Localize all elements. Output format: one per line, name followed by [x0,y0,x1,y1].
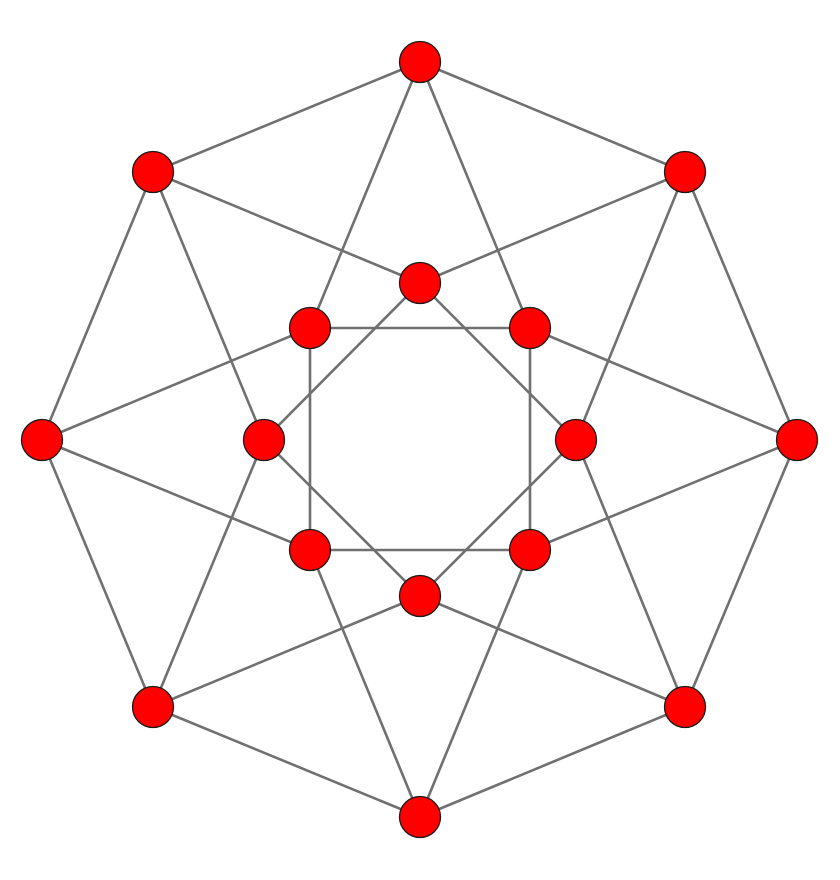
graph-vertex [663,685,707,729]
graph-vertex [288,528,332,572]
graph-edge [308,548,422,819]
graph-vertex [131,150,175,194]
graph-vertex [242,418,286,462]
graph-edge [418,60,687,174]
graph-edge [40,438,155,709]
graph-edge [262,281,422,442]
graph-vertex [288,306,332,350]
graph-edge [151,705,422,819]
graph-vertex [131,685,175,729]
graph-edge [418,438,578,598]
graph-vertex [398,261,442,305]
graph-edge [418,281,578,442]
graph-edge [308,60,422,330]
graph-edge [151,170,422,285]
graph-edge [418,594,687,709]
graph-edge [528,438,799,552]
graph-edge [418,548,532,819]
graph-vertex [508,528,552,572]
vertex-layer [20,40,819,839]
graph-edge [151,594,422,709]
graph-edge [418,60,532,330]
graph-edge [683,170,799,442]
graph-vertex [775,418,819,462]
graph-edge [262,438,422,598]
graph-vertex [508,306,552,350]
edge-layer [40,60,799,819]
graph-vertex [663,150,707,194]
graph-vertex [398,40,442,84]
graph-vertex [20,418,64,462]
graph-edge [683,438,799,709]
graph-edge [151,60,422,174]
graph-vertex [398,574,442,618]
graph-edge [151,170,266,442]
graph-edge [151,438,266,709]
graph-edge [418,170,687,285]
graph-edge [574,438,687,709]
graph-edge [40,438,312,552]
graph-edge [40,170,155,442]
graph-edge [418,705,687,819]
graph-edge [528,326,799,442]
graph-edge [574,170,687,442]
graph-vertex [554,418,598,462]
graph-edge [40,326,312,442]
graph-vertex [398,795,442,839]
